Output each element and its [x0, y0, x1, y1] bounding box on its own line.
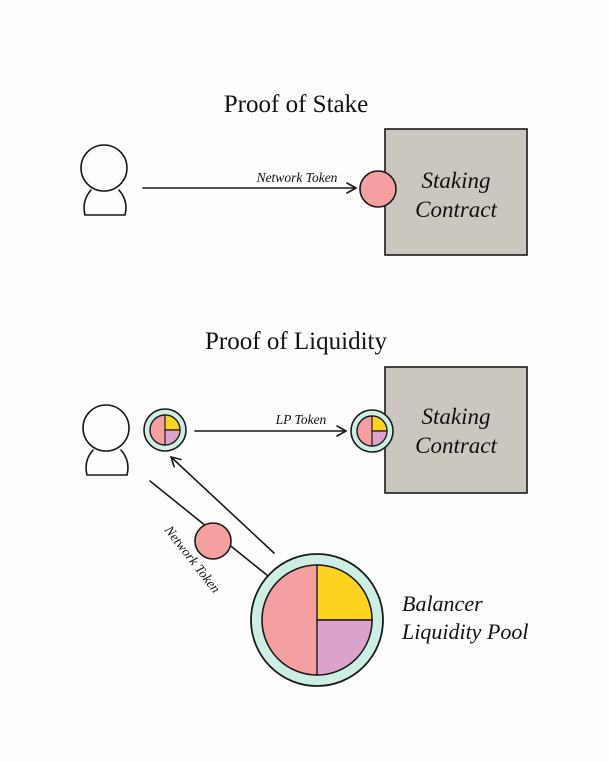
network-token-arrow-label: Network Token — [256, 170, 338, 185]
balancer-pool-label-line2: Liquidity Pool — [401, 619, 529, 644]
lp-token-arrow-label: LP Token — [275, 412, 327, 427]
balancer-pool-icon — [250, 553, 384, 687]
user-icon-liquidity — [82, 404, 130, 476]
staking-contract-box — [384, 128, 528, 256]
staking-contract-liquidity-label-line2: Contract — [415, 433, 497, 458]
lp-token-icon-user — [143, 408, 187, 452]
lp-token-return-arrow — [170, 456, 275, 554]
staking-contract-box-liquidity — [384, 366, 528, 494]
proof-of-liquidity-title: Proof of Liquidity — [205, 328, 387, 355]
lp-token-icon-contract — [350, 409, 394, 453]
staking-contract-label-line2: Contract — [415, 197, 497, 222]
staking-contract-liquidity-label-line1: Staking — [422, 404, 491, 429]
network-token-icon-deposit — [194, 522, 232, 560]
balancer-pool-label-line1: Balancer — [402, 591, 483, 616]
user-icon — [80, 144, 128, 216]
staking-contract-label-line1: Staking — [422, 168, 491, 193]
proof-of-stake-title: Proof of Stake — [224, 91, 368, 118]
network-token-icon — [359, 170, 397, 208]
